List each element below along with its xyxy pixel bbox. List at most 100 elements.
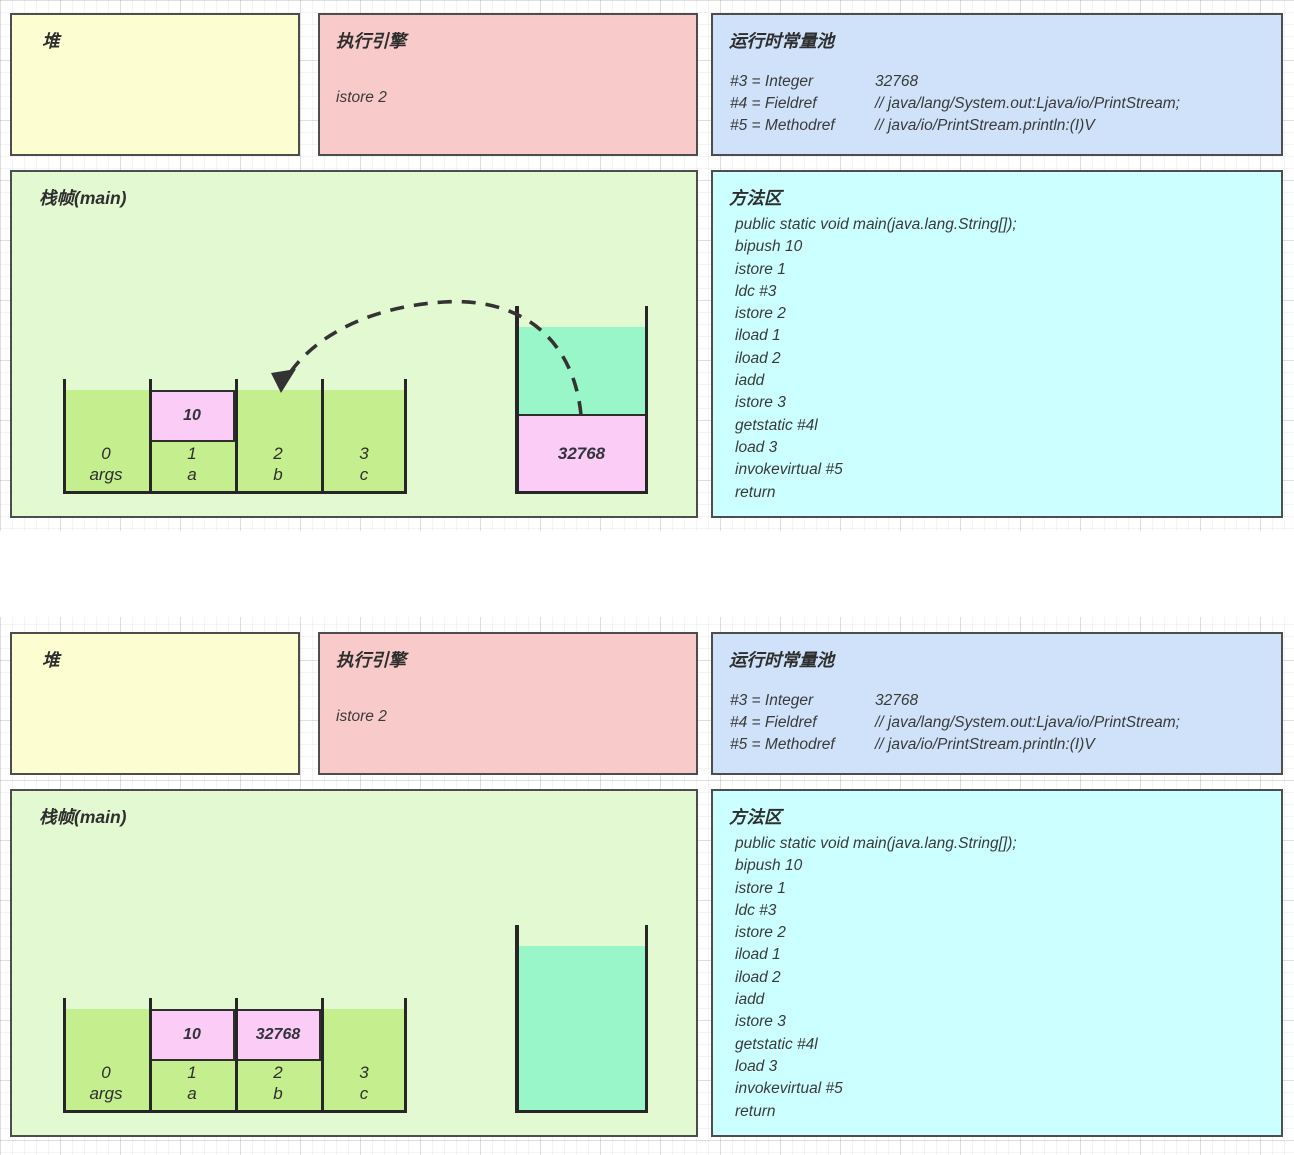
constant-pool-title: 运行时常量池 [729,650,834,670]
operand-stack-value: 32768 [518,414,645,491]
constant-name: #3 = Integer [730,692,814,709]
stack-frame-box: 栈帧(main) 0 args 1 a 2 [10,789,698,1137]
constant-name: #4 = Fieldref [730,95,817,112]
operand-stack-free-space [518,946,645,1110]
method-area-box: 方法区 public static void main(java.lang.St… [711,789,1283,1137]
constant-detail: 32768 [875,692,919,709]
cup-wall [404,998,407,1113]
slot-name: c [359,465,369,484]
slot-name: b [273,465,283,484]
slot-index: 2 [273,1063,283,1082]
bytecode-line: ldc #3 [735,901,777,919]
cup-wall [235,379,238,494]
stack-frame-title: 栈帧(main) [39,807,127,827]
cup-wall [235,998,238,1113]
local-slot-2: 2 b [235,379,321,491]
constant-name: #4 = Fieldref [730,714,817,731]
heap-title: 堆 [42,650,60,670]
local-value-cell-b: 32768 [235,1009,321,1061]
constant-detail: // java/lang/System.out:Ljava/io/PrintSt… [875,95,1180,112]
cup-wall [63,379,66,494]
bytecode-line: public static void main(java.lang.String… [735,216,1017,233]
runtime-constant-pool-box: 运行时常量池 #3 = Integer 32768 #4 = Fieldref … [711,13,1283,156]
slot-name: a [187,1084,197,1103]
constant-pool-title: 运行时常量池 [729,31,834,51]
constant-pool-entry: #5 = Methodref // java/io/PrintStream.pr… [730,115,1273,137]
execution-engine-title: 执行引擎 [336,650,406,670]
cup-base [515,1109,648,1113]
constant-pool-entries: #3 = Integer 32768 #4 = Fieldref // java… [730,690,1273,756]
slot-name: args [89,1084,123,1103]
state-after: 堆 执行引擎 istore 2 运行时常量池 #3 = Integer 3276… [0,619,1294,1155]
constant-detail: // java/io/PrintStream.println:(I)V [875,117,1095,134]
current-instruction: istore 2 [336,89,387,106]
diagram-separator [0,531,1294,617]
cup-wall [515,925,519,1113]
bytecode-line: istore 3 [735,1013,786,1031]
local-slot-1: 1 a [149,998,235,1110]
cup-base [63,491,407,494]
execution-engine-box: 执行引擎 istore 2 [318,13,698,156]
stack-frame-title: 栈帧(main) [39,188,127,208]
bytecode-line: return [735,483,776,501]
local-value-cell-a: 10 [149,1009,235,1061]
constant-detail: // java/lang/System.out:Ljava/io/PrintSt… [875,714,1180,731]
slot-name: args [89,465,123,484]
bytecode-line: istore 2 [735,924,786,942]
bytecode-line: ldc #3 [735,282,777,300]
bytecode-line: istore 3 [735,394,786,412]
cup-wall [404,379,407,494]
bytecode-line: istore 1 [735,260,786,278]
execution-engine-box: 执行引擎 istore 2 [318,632,698,775]
bytecode-line: load 3 [735,438,778,456]
cup-wall [149,379,152,494]
cup-base [63,1110,407,1113]
bytecode-line: istore 2 [735,305,786,323]
operand-stack-free-space [518,327,645,414]
bytecode-line: iload 2 [735,968,781,986]
stack-frame-box: 栈帧(main) 0 args 1 a [10,170,698,518]
local-slot-2: 2 b [235,998,321,1110]
cup-wall [149,998,152,1113]
bytecode-line: return [735,1102,776,1120]
bytecode-line: iload 1 [735,946,781,964]
bytecode-listing: public static void main(java.lang.String… [735,833,1273,1123]
bytecode-line: iadd [735,991,765,1009]
bytecode-line: iload 1 [735,327,781,345]
cup-wall [321,379,324,494]
bytecode-line: invokevirtual #5 [735,1080,843,1098]
cup-wall [644,306,648,494]
slot-name: b [273,1084,283,1103]
bytecode-line: invokevirtual #5 [735,461,843,479]
local-slot-3: 3 c [321,998,407,1110]
cup-wall [321,998,324,1113]
local-slot-0: 0 args [63,998,149,1110]
bytecode-line: iload 2 [735,349,781,367]
constant-pool-entry: #5 = Methodref // java/io/PrintStream.pr… [730,734,1273,756]
slot-index: 2 [273,444,283,463]
slot-name: a [187,465,197,484]
constant-detail: 32768 [875,73,919,90]
slot-index: 3 [359,444,369,463]
method-area-title: 方法区 [729,807,782,827]
constant-pool-entry: #3 = Integer 32768 [730,71,1273,93]
bytecode-line: bipush 10 [735,857,803,875]
constant-name: #3 = Integer [730,73,814,90]
bytecode-line: getstatic #4l [735,1035,818,1053]
constant-name: #5 = Methodref [730,736,835,753]
cup-wall [644,925,648,1113]
state-before: 堆 执行引擎 istore 2 运行时常量池 #3 = Integer 3276… [0,0,1294,540]
bytecode-line: load 3 [735,1057,778,1075]
constant-pool-entry: #4 = Fieldref // java/lang/System.out:Lj… [730,93,1273,115]
heap-box: 堆 [10,632,300,775]
bytecode-line: iadd [735,372,765,390]
bytecode-line: bipush 10 [735,238,803,256]
constant-pool-entry: #3 = Integer 32768 [730,690,1273,712]
method-area-title: 方法区 [729,188,782,208]
slot-index: 1 [187,1063,197,1082]
bytecode-line: public static void main(java.lang.String… [735,835,1017,852]
execution-engine-title: 执行引擎 [336,31,406,51]
method-area-box: 方法区 public static void main(java.lang.St… [711,170,1283,518]
bytecode-line: istore 1 [735,879,786,897]
